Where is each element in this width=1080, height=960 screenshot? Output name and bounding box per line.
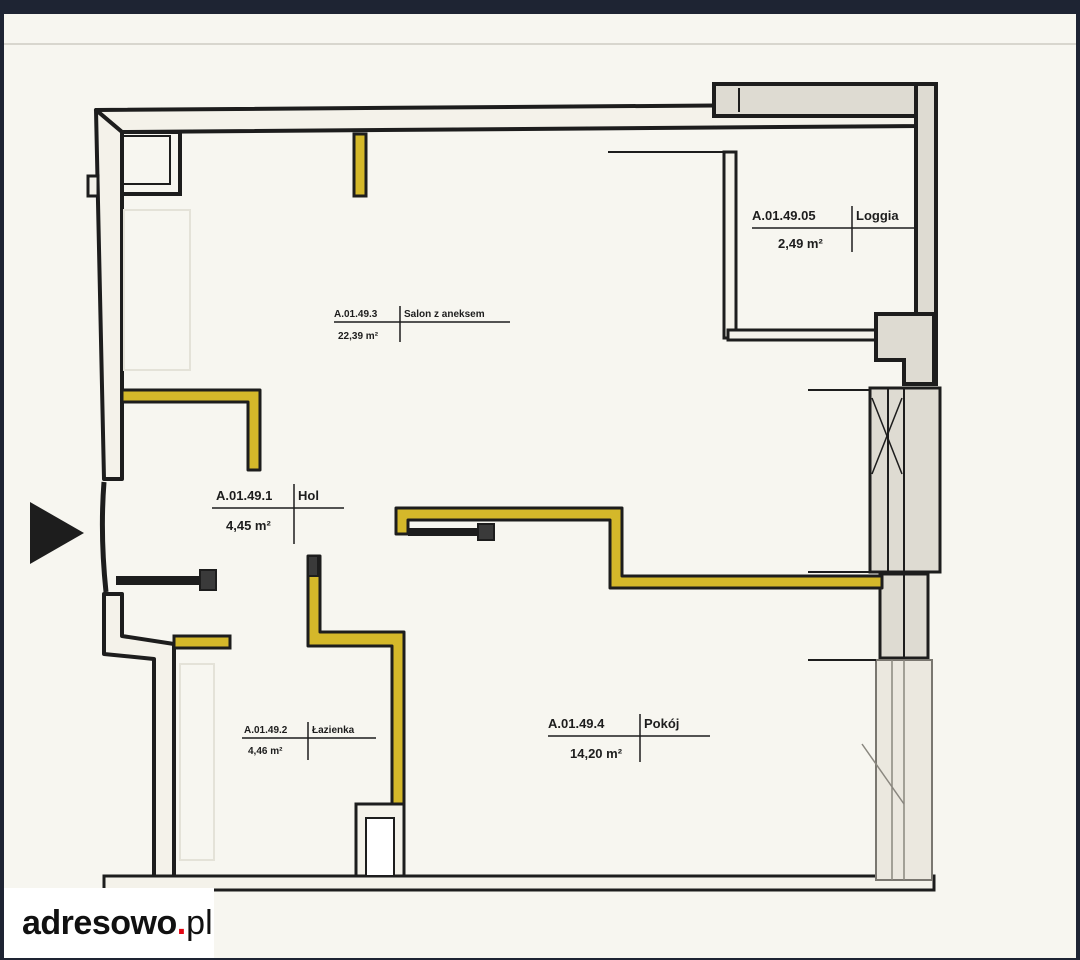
sliding-door-entry bbox=[116, 576, 204, 585]
lazienka-area: 4,46 m² bbox=[248, 746, 283, 757]
salon-area: 22,39 m² bbox=[338, 331, 379, 342]
partition-bathroom bbox=[306, 554, 406, 806]
label-hol: A.01.49.1 Hol 4,45 m² bbox=[212, 484, 344, 544]
sliding-door-living bbox=[408, 528, 490, 536]
floor-plan-drawing: A.01.49.3 Salon z aneksem 22,39 m² A.01.… bbox=[4, 43, 1076, 892]
loggia-column bbox=[874, 312, 936, 386]
partition-hall bbox=[120, 388, 262, 472]
salon-code: A.01.49.3 bbox=[334, 309, 378, 320]
loggia-area: 2,49 m² bbox=[778, 236, 823, 251]
hol-name: Hol bbox=[298, 488, 319, 503]
kitchen-counter bbox=[123, 209, 191, 371]
loggia-parapet-left bbox=[722, 150, 738, 340]
logo-main-text: adresowo bbox=[22, 903, 177, 942]
bathtub bbox=[179, 663, 215, 861]
loggia-name: Loggia bbox=[856, 208, 899, 223]
corner-niche bbox=[122, 130, 182, 196]
floor-plan-frame: A.01.49.3 Salon z aneksem 22,39 m² A.01.… bbox=[4, 14, 1076, 958]
loggia-parapet-bottom bbox=[726, 328, 880, 342]
label-lazienka: A.01.49.2 Łazienka 4,46 m² bbox=[242, 722, 376, 760]
partition-bathroom-left bbox=[172, 634, 232, 650]
hol-area: 4,45 m² bbox=[226, 518, 271, 533]
logo-dot: . bbox=[176, 903, 187, 942]
pokoj-code: A.01.49.4 bbox=[548, 716, 605, 731]
wall-left-stub bbox=[86, 174, 100, 198]
wall-bottom bbox=[102, 874, 936, 892]
entrance-door bbox=[99, 481, 109, 593]
pokoj-area: 14,20 m² bbox=[570, 746, 623, 761]
wall-left-upper bbox=[94, 108, 124, 481]
partition-living-bedroom bbox=[394, 506, 884, 590]
pokoj-name: Pokój bbox=[644, 716, 679, 731]
wall-left-lower bbox=[102, 592, 176, 884]
label-pokoj: A.01.49.4 Pokój 14,20 m² bbox=[548, 714, 710, 762]
salon-name: Salon z aneksem bbox=[404, 309, 485, 320]
partition-stub-top bbox=[352, 132, 368, 198]
loggia-wall-outer bbox=[712, 82, 938, 118]
logo-tld: pl bbox=[186, 903, 213, 942]
lazienka-name: Łazienka bbox=[312, 725, 355, 736]
hol-code: A.01.49.1 bbox=[216, 488, 272, 503]
label-salon: A.01.49.3 Salon z aneksem 22,39 m² bbox=[334, 306, 510, 342]
sliding-door-bath bbox=[307, 555, 319, 577]
loggia-code: A.01.49.05 bbox=[752, 208, 816, 223]
adresowo-logo[interactable]: adresowo.pl bbox=[4, 888, 214, 958]
lazienka-code: A.01.49.2 bbox=[244, 725, 288, 736]
entrance-arrow-icon bbox=[30, 502, 84, 564]
label-loggia: A.01.49.05 Loggia 2,49 m² bbox=[752, 206, 914, 252]
